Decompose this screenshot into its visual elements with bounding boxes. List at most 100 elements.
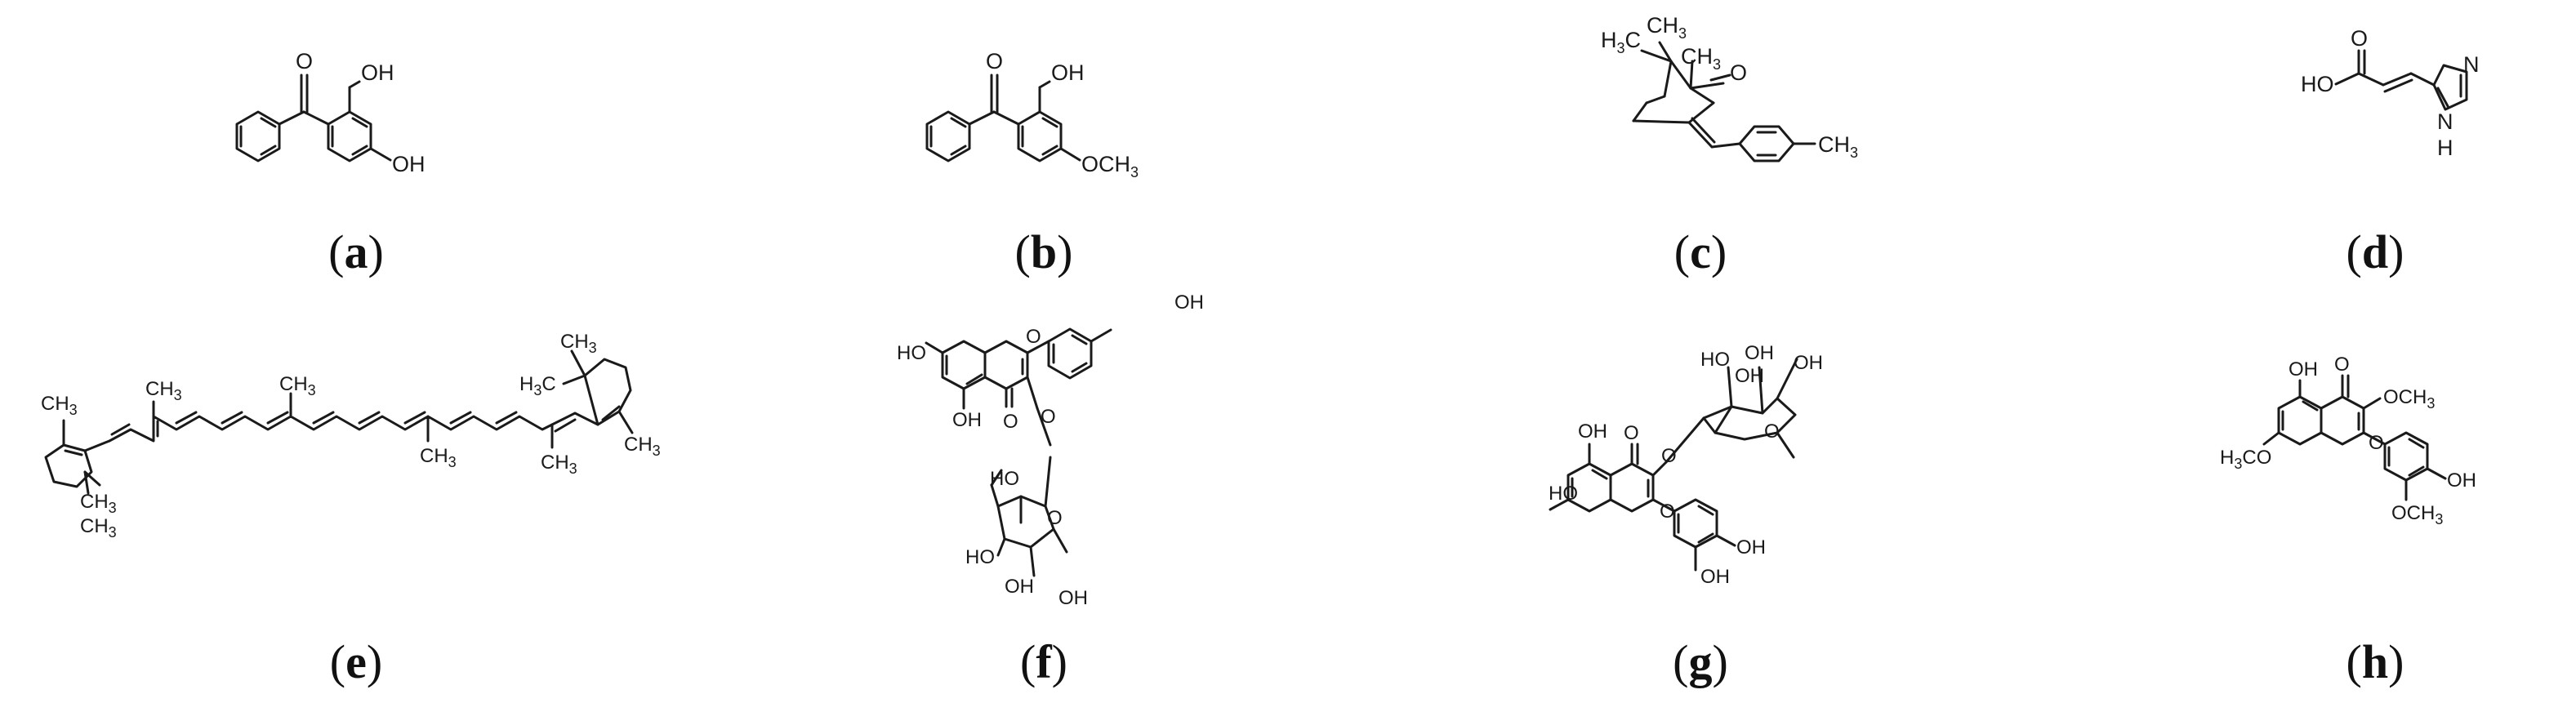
panel-b-atom-1: OH — [1051, 60, 1085, 85]
panel-e-atom-2-main: CH — [80, 515, 109, 537]
panel-e-atom-7-main: CH — [560, 331, 589, 353]
panel-h-atom-5: OH — [2447, 469, 2476, 492]
panel-h-atom-1: O — [2334, 354, 2350, 376]
panel-e-atom-5-main: CH — [420, 445, 448, 467]
panel-e-atom-8: H3C — [519, 373, 556, 398]
panel-f-atom-4: OH — [952, 409, 982, 431]
panel-a-atom-1: OH — [361, 60, 394, 85]
panel-d-atom-1: HO — [2301, 72, 2334, 96]
panel-f-atom-2: O — [1026, 326, 1041, 348]
panel-f-atom-6: HO — [990, 468, 1019, 490]
panel-f-atom-1: HO — [897, 342, 926, 364]
panel-g-atom-5: OH — [1736, 536, 1766, 558]
panel-c-atom-2: CH3 — [1681, 44, 1721, 73]
panel-c-caption-letter: c — [1690, 225, 1711, 278]
panel-h-caption: (h) — [2346, 635, 2404, 688]
panel-b-atom-2-main: OCH — [1081, 152, 1130, 176]
panel-f-atom-5: O — [1041, 406, 1056, 428]
panel-f-bonds — [925, 327, 1112, 577]
panel-f-atom-10: OH — [1058, 587, 1088, 609]
panel-c-atom-2-sub: 3 — [1713, 56, 1721, 73]
panel-e-atom-1: CH3 — [80, 491, 117, 516]
panel-h-atom-6-sub: 3 — [2435, 511, 2443, 527]
panel-e-atom-3-sub: 3 — [174, 387, 182, 403]
panel-f-atom-0: OH — [1174, 291, 1204, 314]
panel-g-atom-8: O — [1661, 445, 1677, 467]
panel-a-bonds — [235, 73, 392, 162]
panel-f-atom-3: O — [1003, 411, 1018, 433]
panel-e-bonds — [44, 349, 634, 495]
panel-c-atom-4: CH3 — [1818, 132, 1858, 161]
panel-a-caption: (a) — [328, 225, 384, 278]
panel-h-atom-4: O — [2369, 432, 2384, 454]
panel-a-atom-0: O — [296, 49, 313, 73]
panel-c-bonds — [1632, 41, 1816, 162]
panel-e-caption: (e) — [329, 635, 383, 688]
panel-e-atom-6-sub: 3 — [569, 461, 577, 477]
panel-e-atom-3-main: CH — [145, 378, 174, 400]
panel-h-caption-letter: h — [2361, 635, 2389, 688]
panel-e-atom-5: CH3 — [420, 445, 457, 470]
panel-g-atom-10: OH — [1745, 342, 1774, 364]
panel-f-caption: (f) — [1020, 635, 1067, 688]
panel-e-caption-letter: e — [345, 635, 367, 688]
panel-f-atom-8: HO — [965, 546, 995, 568]
panel-e-atom-6-main: CH — [541, 452, 569, 474]
panel-e-atom-1-main: CH — [80, 491, 109, 513]
panel-e-atom-7-sub: 3 — [589, 340, 597, 356]
panel-c-atom-4-main: CH — [1818, 132, 1850, 157]
panel-h-atom-0: OH — [2289, 358, 2318, 380]
panel-g-atom-9: HO — [1700, 349, 1730, 371]
panel-e-atom-4: CH3 — [279, 373, 316, 398]
panel-e-atom-1-sub: 3 — [109, 500, 117, 516]
panel-d-caption: (d) — [2346, 225, 2404, 278]
panel-a-caption-letter: a — [344, 225, 368, 278]
panel-f-atom-7: O — [1047, 507, 1063, 529]
panel-c-atom-2-main: CH — [1681, 44, 1713, 69]
panel-c-atom-1: CH3 — [1647, 13, 1687, 42]
panel-e-atom-4-main: CH — [279, 373, 308, 395]
panel-c-atom-4-sub: 3 — [1850, 145, 1858, 161]
panel-e-atom-9-main: CH — [624, 434, 653, 456]
panel-c-atom-1-main: CH — [1647, 13, 1678, 38]
panel-e-atom-9-sub: 3 — [653, 443, 661, 459]
panel-h-bonds — [2262, 374, 2447, 501]
panel-c-atom-3: O — [1730, 60, 1747, 85]
panel-c-atom-1-sub: 3 — [1678, 25, 1687, 42]
panel-g-atom-1: OH — [1578, 421, 1607, 443]
panel-h-atom-2-main: OCH — [2383, 386, 2427, 408]
panel-e-atom-0: CH3 — [41, 393, 78, 418]
panel-g-atom-11: OH — [1794, 352, 1823, 374]
panel-g-atom-4: O — [1624, 422, 1639, 444]
panel-e-atom-0-sub: 3 — [69, 402, 78, 418]
panel-e-atom-8-main: H — [519, 373, 533, 395]
panel-g-caption: (g) — [1673, 635, 1728, 688]
panel-g-atom-0: HO — [1549, 483, 1578, 505]
panel-a-atom-2: OH — [392, 152, 426, 176]
panel-h-atom-6: OCH3 — [2391, 502, 2443, 527]
panel-h-atom-2-sub: 3 — [2427, 395, 2435, 412]
panel-h-atom-3-main: H — [2220, 447, 2234, 469]
panel-h-atom-3: H3CO — [2220, 447, 2271, 472]
panel-e-atom-8-sub: 3 — [533, 382, 541, 398]
panel-g-caption-letter: g — [1688, 635, 1713, 688]
panel-h-atom-2: OCH3 — [2383, 386, 2435, 412]
panel-h-atom-3-sub: 3 — [2234, 456, 2242, 472]
panel-b-atom-2-sub: 3 — [1130, 164, 1139, 180]
panel-e-atom-5-sub: 3 — [448, 454, 457, 470]
panel-d-atom-2: N — [2463, 52, 2480, 77]
panel-d-atom-3: N — [2437, 109, 2453, 134]
panel-d-atom-4: H — [2437, 136, 2453, 160]
panel-f-atom-9: OH — [1005, 576, 1034, 598]
panel-e-atom-3: CH3 — [145, 378, 182, 403]
panel-b-atom-2: OCH3 — [1081, 152, 1139, 180]
